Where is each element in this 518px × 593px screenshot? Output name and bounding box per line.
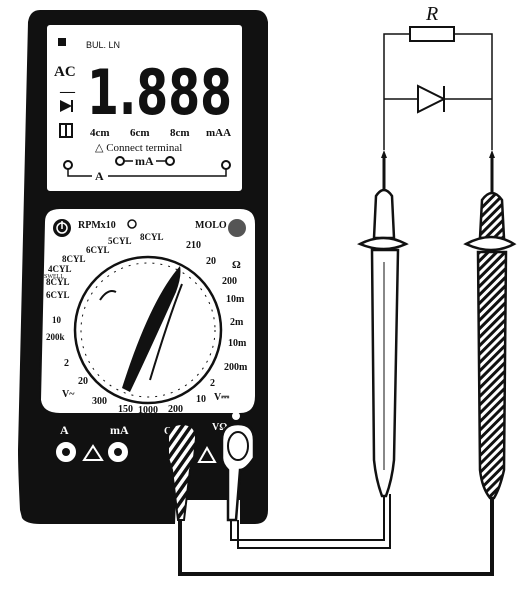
label-8cyl: 8CYL bbox=[46, 277, 70, 287]
label-vac: V~ bbox=[62, 389, 75, 400]
label-2-b: 2 bbox=[64, 358, 69, 369]
label-10m: 10m bbox=[226, 294, 245, 305]
label-200-b: 200 bbox=[168, 404, 183, 415]
label-200k: 200k bbox=[46, 332, 65, 342]
black-probe[interactable] bbox=[463, 150, 517, 500]
range-maa: mAA bbox=[206, 127, 231, 139]
minus-indicator: — bbox=[59, 84, 76, 100]
label-8cyl-top: 8CYL bbox=[140, 232, 164, 242]
rpm-label: RPMx10 bbox=[78, 220, 116, 231]
label-200m: 200m bbox=[224, 362, 248, 373]
terminal-legend: A mA bbox=[63, 154, 231, 183]
label-1000: 1000 bbox=[138, 405, 158, 416]
molo-label: MOLO bbox=[195, 220, 227, 231]
mode-button-icon[interactable] bbox=[228, 219, 246, 237]
label-10: 10 bbox=[196, 394, 206, 405]
v-plug[interactable] bbox=[220, 422, 256, 522]
rotary-selector-knob[interactable] bbox=[73, 255, 223, 405]
label-swell: SWELL bbox=[44, 274, 64, 280]
lcd-reading: 1.888 bbox=[87, 56, 232, 129]
jack-label-a: A bbox=[60, 423, 69, 437]
label-20: 20 bbox=[206, 256, 216, 267]
label-150: 150 bbox=[118, 404, 133, 415]
legend-ma: mA bbox=[135, 154, 154, 168]
range-8cm: 8cm bbox=[170, 127, 190, 139]
label-10-left: 10 bbox=[52, 315, 62, 325]
legend-a: A bbox=[95, 169, 104, 183]
diode-symbol bbox=[417, 84, 447, 114]
label-ohm: Ω bbox=[232, 259, 241, 271]
connect-terminal-note: △ Connect terminal bbox=[95, 142, 182, 154]
label-6cyl: 6CYL bbox=[86, 245, 110, 255]
label-300: 300 bbox=[92, 396, 107, 407]
diode-indicator-icon bbox=[60, 100, 73, 112]
red-probe[interactable] bbox=[356, 150, 409, 498]
label-4cyl: 4CYL bbox=[48, 264, 72, 274]
resistor-symbol bbox=[409, 26, 455, 42]
jack-label-v: VΩ bbox=[212, 422, 227, 433]
lcd-display: BUL. LN AC — 1.888 4cm 6cm 8cm mAA △ Con… bbox=[45, 23, 244, 193]
label-2m: 2m bbox=[230, 317, 244, 328]
parallel-circuit bbox=[383, 33, 493, 150]
test-lead-wires bbox=[178, 488, 494, 576]
label-210: 210 bbox=[186, 240, 201, 251]
label-20-b: 20 bbox=[78, 376, 88, 387]
range-4cm: 4cm bbox=[90, 127, 110, 139]
warning-triangle-icon bbox=[82, 444, 104, 461]
ac-indicator: AC bbox=[54, 64, 76, 80]
label-2: 2 bbox=[210, 378, 215, 389]
com-plug[interactable] bbox=[167, 422, 198, 521]
warning-triangle-icon-2 bbox=[197, 445, 217, 463]
label-5cyl: 5CYL bbox=[108, 236, 132, 246]
dial-panel: RPMx10 MOLO 6CYL 5CYL 8CYL 4CYL 8CYL 6CY… bbox=[38, 207, 257, 416]
range-6cm: 6cm bbox=[130, 127, 150, 139]
label-8cyl-left: 8CYL bbox=[62, 254, 86, 264]
label-6cyl-left: 6CYL bbox=[46, 290, 70, 300]
label-200: 200 bbox=[222, 276, 237, 287]
jack-label-ma: mA bbox=[110, 423, 129, 437]
label-10m-b: 10m bbox=[228, 338, 247, 349]
label-vdc: V⎓ bbox=[214, 392, 229, 403]
display-top-text: BUL. LN bbox=[86, 40, 120, 50]
resistor-label: R bbox=[425, 3, 438, 25]
